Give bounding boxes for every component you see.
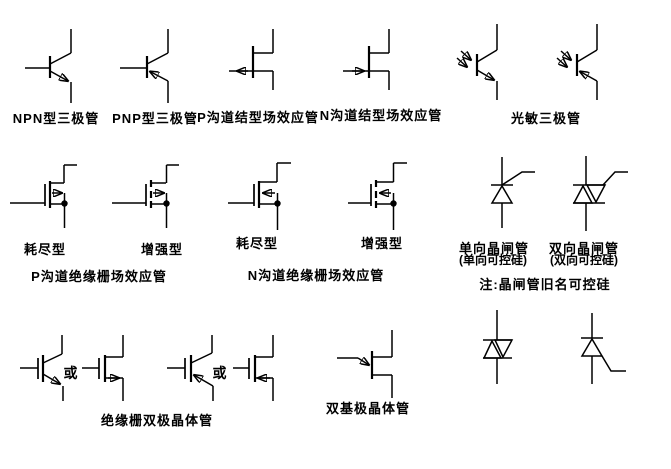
scr-symbol (490, 157, 535, 228)
npn-phototransistor-symbol (456, 24, 498, 100)
p-mosfet-enhancement-label: 增强型 (140, 242, 184, 257)
pnp-transistor-symbol (120, 29, 169, 103)
light-arrow-icon (560, 50, 571, 60)
pnp-phototransistor-symbol (556, 24, 598, 100)
igbt-p-bjt-style-symbol (167, 335, 214, 401)
p-mosfet-depletion-label: 耗尽型 (23, 242, 67, 257)
scr-label: 单向晶闸管 (458, 241, 530, 256)
light-arrow-icon (460, 50, 471, 60)
ujt-label: 双基极晶体管 (325, 401, 411, 416)
thyristor-note: 注:晶闸管旧名可控硅 (479, 277, 611, 292)
diac-symbol (482, 310, 514, 384)
igbt-p-mosfet-style-symbol (233, 335, 274, 401)
p-mosfet-group-label: P沟道绝缘栅场效应管 (31, 269, 167, 284)
pnp-transistor-label: PNP型三极管 (112, 111, 198, 126)
p-mosfet-depletion-symbol (10, 164, 77, 228)
npn-transistor-label: NPN型三极管 (12, 111, 100, 126)
p-jfet-label: P沟道结型场效应管 (197, 110, 319, 125)
phototransistor-label: 光敏三极管 (510, 111, 582, 126)
light-arrow-icon (456, 57, 467, 67)
p-mosfet-enhancement-symbol (112, 164, 179, 228)
or-word: 或 (63, 365, 79, 381)
scr-sublabel: (单向可控硅) (459, 253, 527, 267)
igbt-n-bjt-style-symbol (20, 335, 64, 401)
n-jfet-label: N沟道结型场效应管 (319, 108, 443, 123)
p-jfet-symbol (229, 29, 274, 90)
igbt-n-mosfet-style-symbol (82, 335, 124, 401)
n-mosfet-enhancement-label: 增强型 (360, 236, 404, 251)
n-mosfet-group-label: N沟道绝缘栅场效应管 (247, 268, 385, 283)
igbt-label: 绝缘栅双极晶体管 (100, 413, 214, 428)
n-mosfet-enhancement-symbol (348, 162, 407, 230)
scr-gate-down-symbol (580, 313, 626, 384)
or-word: 或 (212, 365, 228, 381)
npn-transistor-symbol (25, 29, 72, 103)
light-arrow-icon (556, 57, 567, 67)
n-jfet-symbol (343, 29, 390, 90)
triac-sublabel: (双向可控硅) (550, 253, 618, 267)
n-mosfet-depletion-symbol (228, 162, 291, 230)
triac-label: 双向晶闸管 (548, 241, 620, 256)
ujt-symbol (337, 330, 393, 398)
triac-symbol (572, 156, 628, 231)
n-mosfet-depletion-label: 耗尽型 (235, 236, 279, 251)
